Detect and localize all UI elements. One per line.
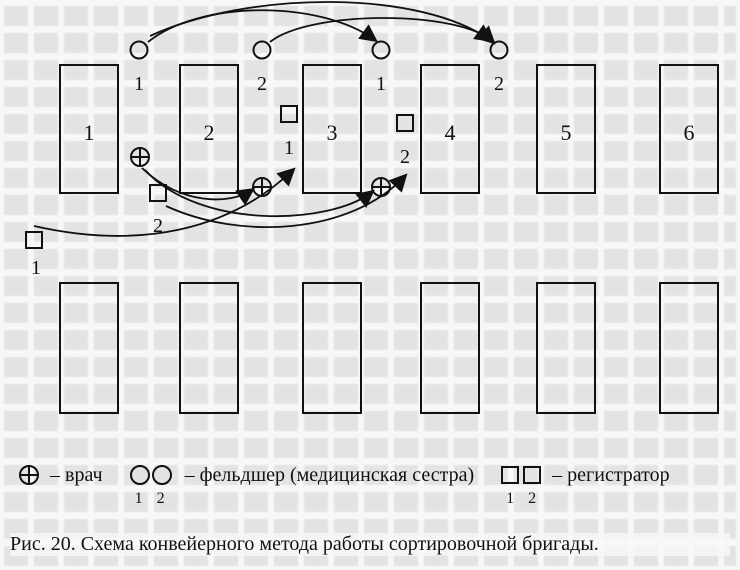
movement-arrows [33, 1, 496, 237]
stretcher-bottom [536, 282, 596, 414]
legend-medic: 1 2 [129, 464, 175, 507]
stretcher-bottom [420, 282, 480, 414]
stretcher-number: 1 [84, 120, 95, 145]
legend-registrar-number: 1 [506, 490, 515, 507]
stretcher-bottom [659, 282, 719, 414]
medics [129, 40, 509, 60]
registrar-square-icon [25, 231, 43, 249]
stretcher-4 [420, 64, 480, 194]
doctor-circle-plus-icon [371, 177, 391, 197]
stretcher-number: 6 [684, 120, 695, 145]
registrar-number: 2 [400, 146, 410, 168]
stretcher-6 [659, 64, 719, 194]
legend-doctor-label: – врач [50, 463, 103, 486]
legend: – врач 1 2 – фельдшер (медицинская сестр… [18, 450, 728, 507]
stretcher-1 [59, 64, 119, 194]
bottom-stretchers [59, 282, 719, 414]
registrar-square-icon [396, 114, 414, 132]
stretcher-number: 5 [561, 120, 572, 145]
arrow-registrar-to-stretcher-3 [33, 167, 296, 237]
registrar-square-icon [280, 105, 298, 123]
stretcher-5 [536, 64, 596, 194]
medic-number: 1 [134, 73, 144, 95]
arrow-doctor1-to-doctor2 [141, 167, 255, 206]
stretcher-numbers: 1 2 3 4 5 6 [84, 120, 695, 145]
doctor-circle-plus-icon [19, 465, 39, 485]
registrar-square-icon [501, 466, 542, 484]
registrar-labels: 1 2 1 2 [31, 137, 410, 279]
legend-medic-number: 2 [156, 490, 165, 507]
registrar-number: 1 [31, 257, 41, 279]
doctor-circle-plus-icon [252, 177, 272, 197]
medic-labels: 1 2 1 2 [134, 73, 504, 95]
arrow-medic2-to-4 [269, 17, 496, 45]
medic-number: 2 [257, 73, 267, 95]
stretcher-2 [179, 64, 239, 194]
medic-circle-icon [252, 40, 272, 60]
registrar-number: 1 [284, 137, 294, 159]
medic-circle-icon [371, 40, 391, 60]
medic-circle-icon [129, 465, 172, 485]
medic-circle-icon [489, 40, 509, 60]
doctor-circle-plus-icon [130, 147, 150, 167]
stretcher-3 [302, 64, 362, 194]
arrow-registrar-to-stretcher-4 [165, 173, 408, 229]
legend-registrar: 1 2 [500, 464, 542, 507]
stretcher-bottom [59, 282, 119, 414]
legend-medic-label: – фельдшер (медицинская сестра) [184, 463, 475, 486]
top-stretchers [59, 64, 719, 194]
medic-circle-icon [129, 40, 149, 60]
stretcher-number: 3 [327, 120, 338, 145]
caption-prefix: Рис. 20. [10, 533, 76, 555]
stretcher-bottom [302, 282, 362, 414]
registrars [25, 105, 414, 249]
caption-text: Схема конвейерного метода работы сортиро… [80, 533, 599, 555]
registrar-number: 2 [153, 215, 163, 237]
legend-registrar-label: – регистратор [552, 463, 670, 486]
stretcher-number: 4 [445, 120, 456, 145]
arrow-doctor1-to-3 [144, 169, 375, 218]
legend-medic-number: 1 [134, 490, 143, 507]
stretcher-number: 2 [204, 120, 215, 145]
medic-number: 2 [494, 73, 504, 95]
registrar-square-icon [149, 184, 167, 202]
legend-registrar-number: 2 [528, 490, 537, 507]
figure-caption: Рис. 20. Схема конвейерного метода работ… [10, 533, 730, 556]
legend-doctor [18, 464, 40, 486]
medic-number: 1 [376, 73, 386, 95]
stretcher-bottom [179, 282, 239, 414]
arrow-medic1-to-3 [147, 9, 378, 43]
arrow-medic1-to-4 [149, 1, 493, 43]
doctors [130, 147, 391, 197]
